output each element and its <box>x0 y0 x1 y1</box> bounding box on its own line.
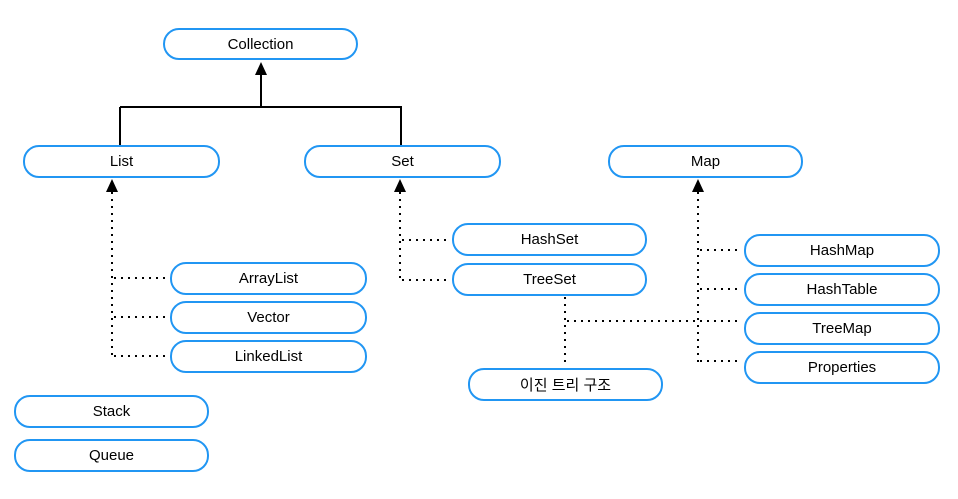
connector-branch-hashtable <box>700 288 742 290</box>
connector-branch-properties <box>700 360 742 362</box>
diagram-node-treeset: TreeSet <box>452 263 647 296</box>
connector-collection-arrow-shaft <box>260 74 262 107</box>
diagram-node-hashmap: HashMap <box>744 234 940 267</box>
connector-branch-hashmap <box>700 249 742 251</box>
diagram-node-stack: Stack <box>14 395 209 428</box>
connector-branch-treeset <box>402 279 450 281</box>
diagram-node-queue: Queue <box>14 439 209 472</box>
diagram-node-properties: Properties <box>744 351 940 384</box>
arrowhead-up-icon <box>255 62 267 75</box>
diagram-node-hashset: HashSet <box>452 223 647 256</box>
connector-branch-arraylist <box>114 277 168 279</box>
connector-binary-to-treemap <box>567 320 742 322</box>
diagram-node-hashtable: HashTable <box>744 273 940 306</box>
arrowhead-up-icon <box>692 179 704 192</box>
diagram-node-set: Set <box>304 145 501 178</box>
diagram-node-arraylist: ArrayList <box>170 262 367 295</box>
diagram-node-collection: Collection <box>163 28 358 60</box>
arrowhead-up-icon <box>394 179 406 192</box>
diagram-node-vector: Vector <box>170 301 367 334</box>
connector-map-children-shaft <box>697 192 699 362</box>
connector-set-children-shaft <box>399 192 401 282</box>
connector-branch-linkedlist <box>114 355 168 357</box>
connector-bus-to-set-stub <box>400 107 402 145</box>
diagram-node-map: Map <box>608 145 803 178</box>
connector-branch-vector <box>114 316 168 318</box>
diagram-node-binary-tree: 이진 트리 구조 <box>468 368 663 401</box>
connector-bus-to-list-stub <box>119 107 121 145</box>
diagram-node-treemap: TreeMap <box>744 312 940 345</box>
diagram-node-linkedlist: LinkedList <box>170 340 367 373</box>
arrowhead-up-icon <box>106 179 118 192</box>
connector-treeset-binary-shaft <box>564 297 566 367</box>
diagram-node-list: List <box>23 145 220 178</box>
connector-branch-hashset <box>402 239 450 241</box>
connector-collection-bus <box>120 106 402 108</box>
connector-list-children-shaft <box>111 192 113 357</box>
